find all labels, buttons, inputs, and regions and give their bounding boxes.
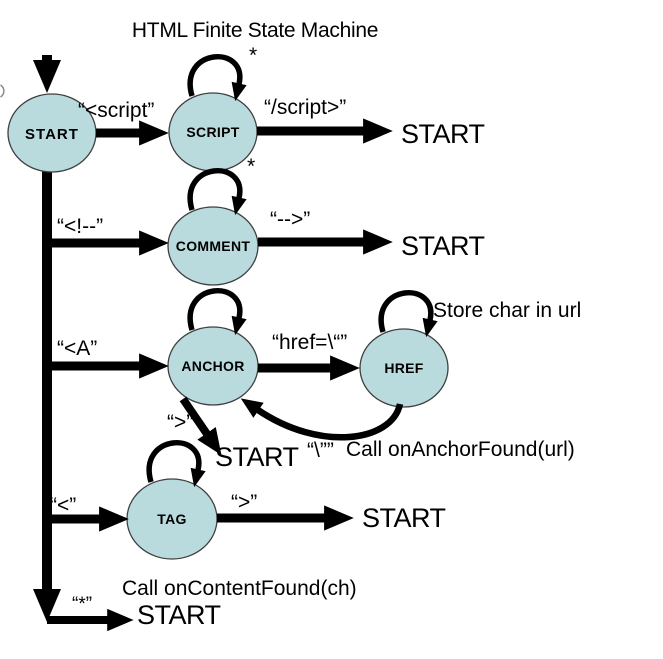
target-start-anchor-row: START bbox=[215, 442, 299, 472]
target-start-script-row: START bbox=[401, 119, 485, 149]
label-start-to-anchor: “<A” bbox=[57, 337, 97, 360]
page-title: HTML Finite State Machine bbox=[132, 19, 378, 42]
label-any-char: “*” bbox=[72, 594, 92, 615]
target-start-tag-row: START bbox=[362, 503, 446, 533]
label-anchor-to-start: “>” bbox=[167, 411, 193, 434]
target-start-comment-row: START bbox=[401, 231, 485, 261]
state-start-label: START bbox=[25, 126, 79, 143]
state-script-label: SCRIPT bbox=[186, 124, 239, 140]
note-href-to-anchor: Call onAnchorFound(url) bbox=[346, 438, 575, 461]
state-href-circle bbox=[359, 328, 449, 408]
self-loop-tag bbox=[146, 439, 206, 488]
label-comment-self: * bbox=[247, 155, 255, 178]
self-loop-script bbox=[187, 53, 247, 102]
label-href-to-anchor: “\”” bbox=[307, 439, 334, 462]
note-content-found: Call onContentFound(ch) bbox=[122, 577, 357, 600]
label-script-self: * bbox=[249, 44, 257, 67]
label-tag-to-start: “>” bbox=[231, 491, 257, 514]
label-href-self-note: Store char in url bbox=[433, 299, 581, 322]
state-tag-label: TAG bbox=[157, 511, 186, 527]
state-href-label: HREF bbox=[384, 360, 423, 376]
self-loop-comment bbox=[187, 167, 247, 216]
self-loop-href bbox=[378, 289, 438, 338]
self-loop-anchor bbox=[187, 287, 247, 336]
target-start-bottom-row: START bbox=[137, 600, 221, 630]
label-start-to-tag: “<” bbox=[50, 494, 76, 517]
label-start-to-comment: “<!--” bbox=[57, 215, 103, 238]
state-comment-label: COMMENT bbox=[176, 238, 251, 254]
arrow-anchor-to-start-diagonal bbox=[179, 396, 222, 456]
label-comment-to-start: “-->” bbox=[270, 208, 310, 231]
label-anchor-to-href: “href=\“” bbox=[272, 331, 347, 354]
state-anchor-label: ANCHOR bbox=[181, 358, 244, 374]
arrow-href-to-anchor-curve bbox=[240, 398, 404, 441]
label-start-to-script: “<script” bbox=[78, 99, 154, 122]
left-edge-artifact bbox=[0, 84, 5, 98]
label-script-to-start: “/script>” bbox=[264, 96, 346, 119]
